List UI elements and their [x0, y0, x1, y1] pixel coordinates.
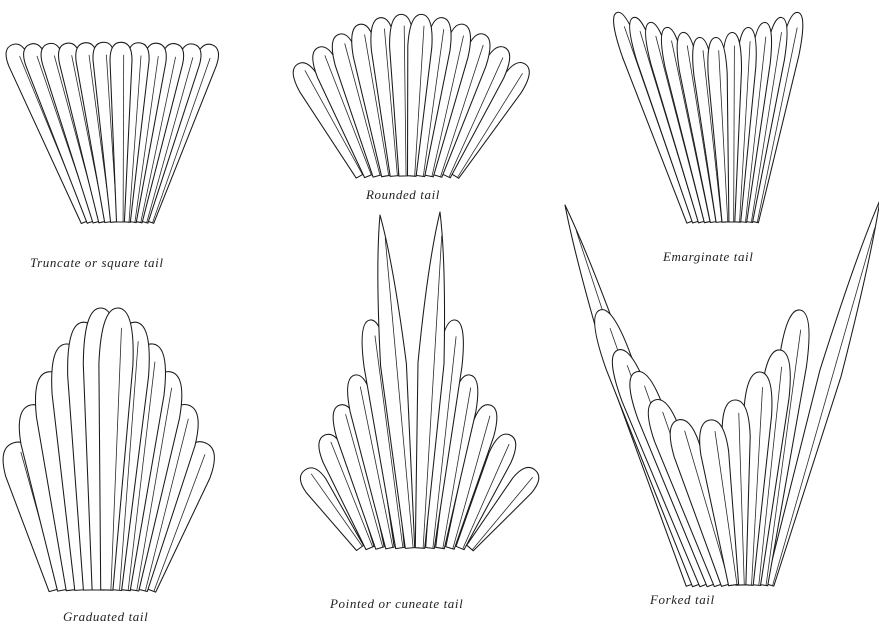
truncate-tail-figure [6, 42, 218, 223]
rounded-tail-figure [293, 14, 529, 178]
emarginate-tail-figure [614, 12, 803, 223]
graduated-tail-caption: Graduated tail [63, 609, 148, 625]
pointed-tail-figure [300, 212, 538, 551]
graduated-tail-figure [3, 308, 214, 592]
rounded-tail-caption: Rounded tail [366, 187, 440, 203]
truncate-tail-caption: Truncate or square tail [30, 255, 164, 271]
emarginate-tail-caption: Emarginate tail [663, 249, 754, 265]
pointed-tail-caption: Pointed or cuneate tail [330, 596, 463, 612]
forked-tail-caption: Forked tail [650, 592, 715, 608]
